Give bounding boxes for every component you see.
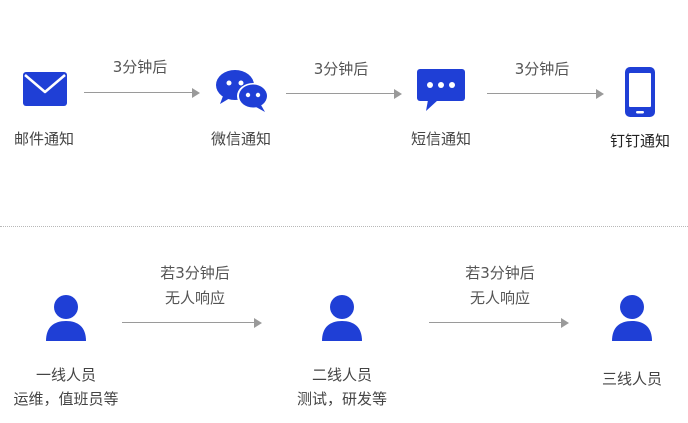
third-line-staff-label: 三线人员: [601, 370, 662, 388]
person-icon: [46, 295, 86, 341]
sms-icon: [417, 69, 465, 111]
first-line-staff-sublabel: 运维，值班员等: [13, 390, 119, 408]
bottom-edge-label-2-line2: 无人响应: [469, 289, 530, 307]
bottom-edge-label-1-line1: 若3分钟后: [160, 264, 230, 282]
person-icon: [612, 295, 652, 341]
first-line-staff-label: 一线人员: [35, 366, 96, 384]
wechat-node-label: 微信通知: [210, 130, 271, 148]
second-line-staff-sublabel: 测试，研发等: [296, 390, 387, 408]
edge-label-1: 3分钟后: [112, 58, 168, 76]
person-icon: [322, 295, 362, 341]
email-node-label: 邮件通知: [13, 130, 74, 148]
bottom-edge-label-1-line2: 无人响应: [164, 289, 225, 307]
edge-label-2: 3分钟后: [313, 60, 369, 78]
sms-node-label: 短信通知: [410, 130, 471, 148]
bottom-arrow-2: [429, 318, 569, 328]
wechat-icon: [216, 70, 269, 112]
arrow-2: [286, 89, 402, 99]
section-divider: [0, 226, 688, 227]
bottom-edge-label-2-line1: 若3分钟后: [465, 264, 535, 282]
arrow-1: [84, 88, 200, 98]
bottom-arrow-1: [122, 318, 262, 328]
arrow-3: [487, 89, 604, 99]
dingtalk-node-label: 钉钉通知: [609, 132, 670, 150]
second-line-staff-label: 二线人员: [311, 366, 372, 384]
email-icon: [23, 72, 67, 106]
edge-label-3: 3分钟后: [514, 60, 570, 78]
phone-icon: [625, 67, 655, 117]
